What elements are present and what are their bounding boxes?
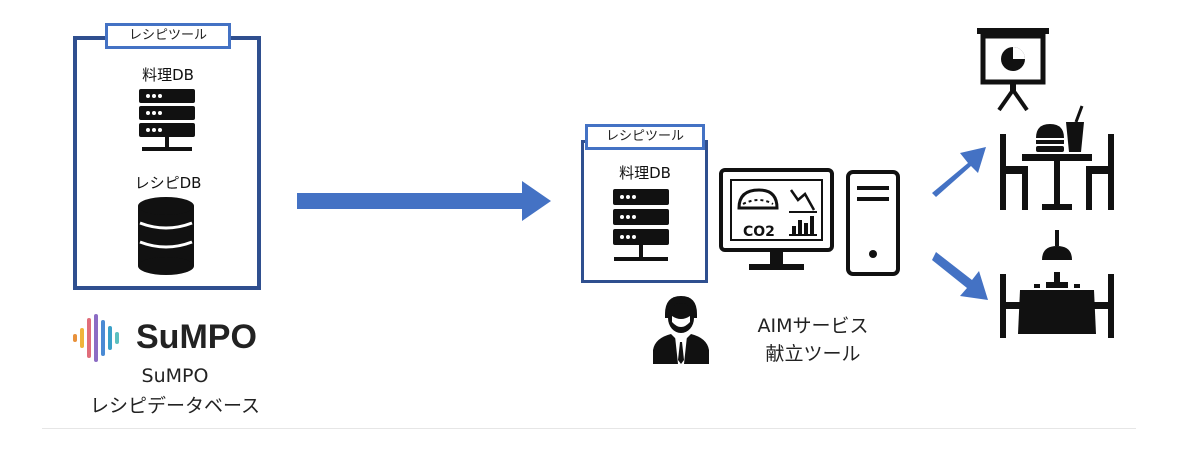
database-cylinder-icon (138, 197, 194, 275)
flow-arrow-main (297, 181, 551, 221)
aim-service-label: AIMサービス (757, 315, 869, 337)
arrow-to-restaurant (932, 147, 986, 197)
business-person-icon (653, 296, 709, 364)
center-dish-db-label: 料理DB (619, 164, 671, 182)
dining-table-icon (1000, 230, 1114, 338)
left-recipe-db-label: レシピDB (134, 174, 202, 192)
bottom-divider (42, 428, 1136, 429)
sumpo-name-label: SuMPO (141, 365, 209, 387)
restaurant-table-icon (1000, 105, 1114, 210)
left-server-icon (139, 89, 195, 151)
pc-tower-icon (846, 170, 900, 276)
monitor-app-icon (719, 168, 834, 270)
presentation-board-icon (977, 28, 1049, 112)
sumpo-recipe-database-label: レシピデータベース (89, 395, 261, 417)
center-server-icon (613, 189, 669, 261)
left-recipe-tool-tag: レシピツール (105, 23, 231, 49)
left-dish-db-label: 料理DB (142, 66, 194, 84)
arrow-to-dining (932, 252, 988, 300)
sumpo-logo-text: SuMPO (136, 318, 257, 356)
sumpo-logo-icon (73, 314, 119, 362)
menu-tool-label: 献立ツール (765, 343, 861, 365)
monitor-co2-label: CO2 (743, 224, 775, 240)
center-recipe-tool-tag: レシピツール (585, 124, 705, 150)
